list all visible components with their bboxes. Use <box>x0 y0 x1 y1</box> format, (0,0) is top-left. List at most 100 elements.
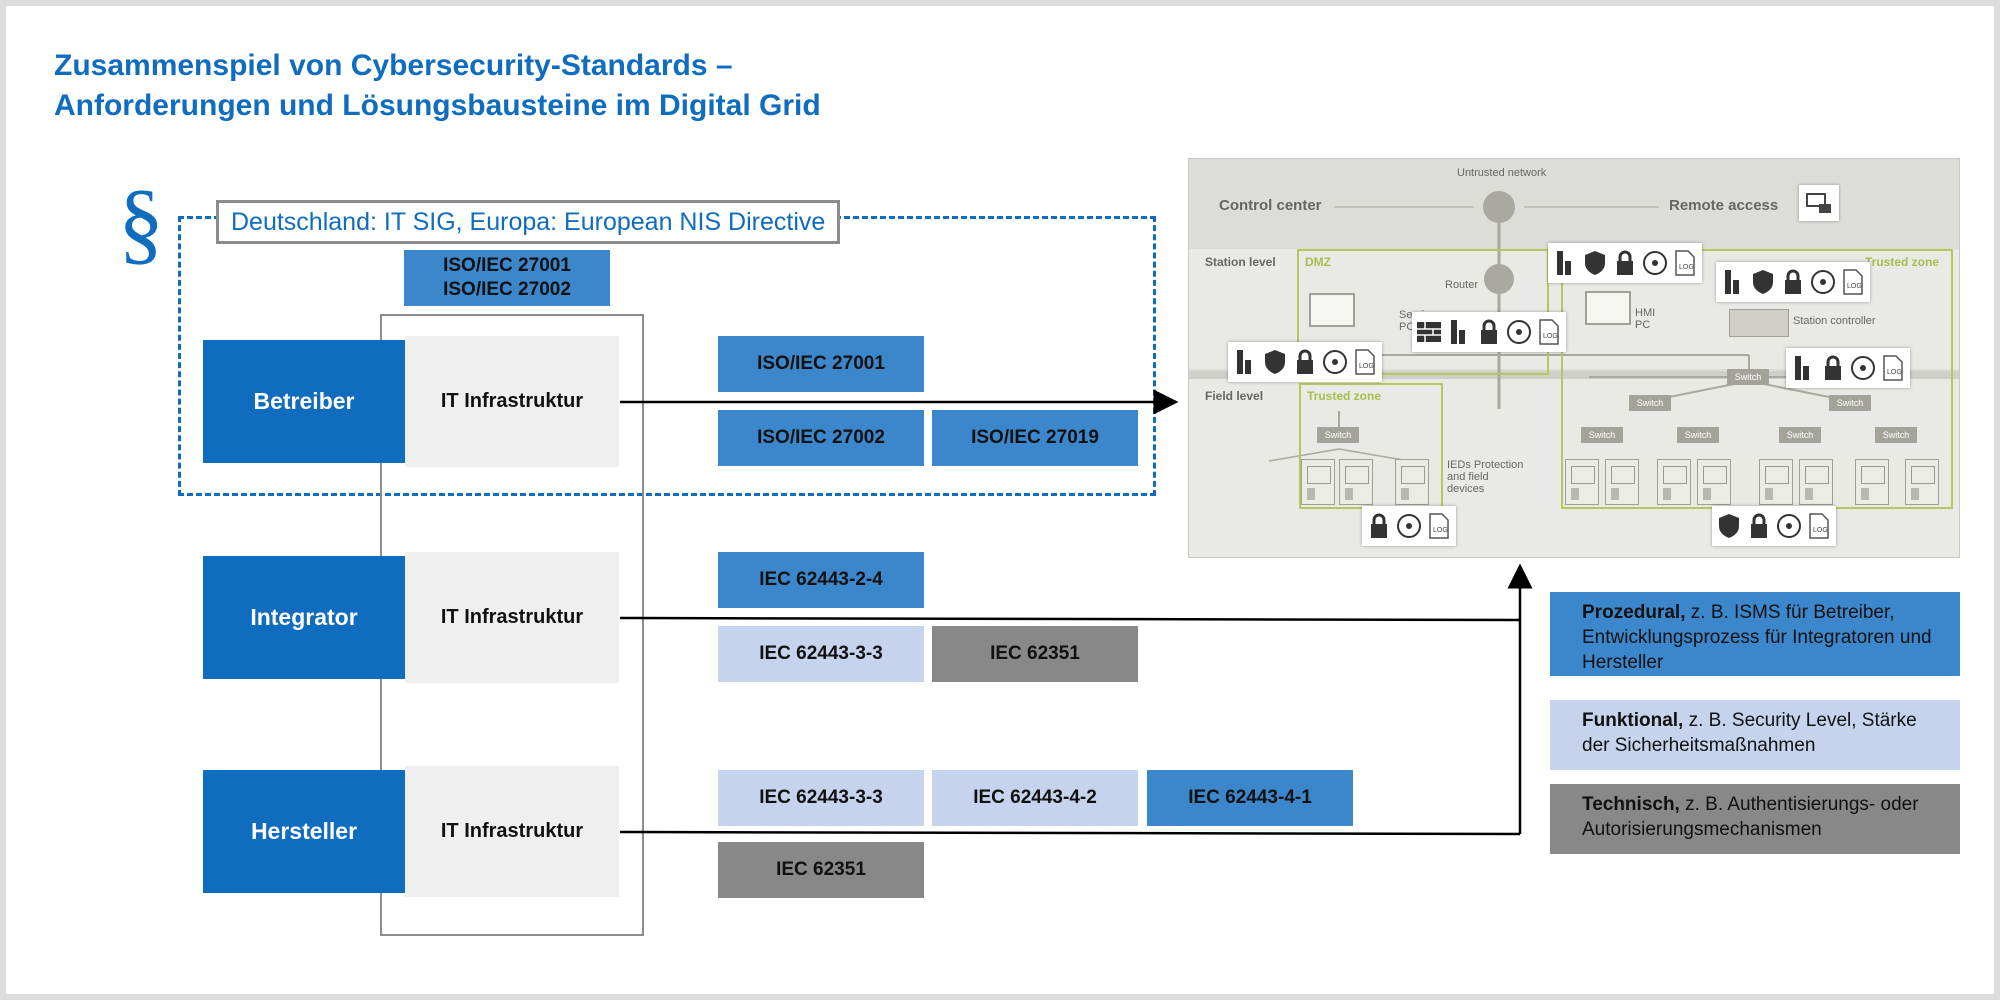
legend-text: z. B. Security Level, Stärke der Sicherh… <box>1582 710 1917 756</box>
switch-icon: Switch <box>1779 427 1821 443</box>
switch-icon: Switch <box>1677 427 1719 443</box>
line-integrator <box>619 616 1521 622</box>
untrusted-network-label: Untrusted network <box>1457 167 1547 179</box>
security-icon-strip: LOG <box>1786 348 1910 388</box>
line-hersteller <box>619 830 1521 836</box>
remote-access-label: Remote access <box>1669 197 1779 214</box>
legend-title: Prozedural, <box>1582 602 1686 623</box>
svg-text:LOG: LOG <box>1543 333 1558 340</box>
ied-device-icon <box>1301 459 1335 505</box>
log-icon: LOG <box>1536 317 1562 347</box>
lock-icon <box>1746 511 1772 541</box>
log-icon: LOG <box>1840 267 1866 297</box>
ied-device-icon <box>1605 459 1639 505</box>
security-icon-strip: LOG <box>1362 506 1456 546</box>
trusted-zone-left-label: Trusted zone <box>1307 389 1382 403</box>
lock-icon <box>1780 267 1806 297</box>
legend-title: Funktional, <box>1582 710 1684 731</box>
dmz-label: DMZ <box>1305 255 1331 269</box>
legend-text: z. B. Authentisierungs- oder Autorisieru… <box>1582 794 1919 840</box>
connector-lines <box>619 389 1533 836</box>
log-icon: LOG <box>1352 347 1378 377</box>
iso-top-line-2: ISO/IEC 27002 <box>443 279 571 300</box>
ied-device-icon <box>1759 459 1793 505</box>
station-level-label: Station level <box>1205 255 1276 269</box>
legend-technisch: Technisch, z. B. Authentisierungs- oder … <box>1550 784 1960 854</box>
firewall-icon <box>1416 317 1442 347</box>
log-icon: LOG <box>1880 353 1906 383</box>
switch-icon: Switch <box>1727 369 1769 385</box>
law-label: Deutschland: IT SIG, Europa: European NI… <box>216 200 841 244</box>
field-level-label: Field level <box>1205 389 1264 403</box>
station-controller-label: Station controller <box>1793 315 1876 327</box>
log-icon: LOG <box>1806 511 1832 541</box>
svg-text:LOG: LOG <box>1887 369 1902 376</box>
ied-device-icon <box>1697 459 1731 505</box>
disc-icon <box>1396 511 1422 541</box>
trusted-zone-right-label: Trusted zone <box>1865 255 1940 269</box>
legend-funktional: Funktional, z. B. Security Level, Stärke… <box>1550 700 1960 770</box>
ied-device-icon <box>1395 459 1429 505</box>
slide: Zusammenspiel von Cybersecurity-Standard… <box>6 6 1994 994</box>
service-pc-icon <box>1309 293 1355 327</box>
title-line-2: Anforderungen und Lösungsbausteine im Di… <box>54 89 821 122</box>
disc-icon <box>1810 267 1836 297</box>
switch-icon: Switch <box>1581 427 1623 443</box>
firewall-device-icon <box>1446 317 1472 347</box>
svg-text:LOG: LOG <box>1847 283 1862 290</box>
legend-prozedural: Prozedural, z. B. ISMS für Betreiber, En… <box>1550 592 1960 676</box>
actor-integrator: Integrator <box>203 556 405 679</box>
log-icon: LOG <box>1672 248 1698 278</box>
legend-title: Technisch, <box>1582 794 1680 815</box>
ied-device-icon <box>1905 459 1939 505</box>
firewall-device-icon <box>1552 248 1578 278</box>
standard-box: IEC 62351 <box>718 842 924 898</box>
remote-access-icon <box>1799 185 1839 221</box>
router-label: Router <box>1445 279 1479 291</box>
lock-icon <box>1612 248 1638 278</box>
disc-icon <box>1776 511 1802 541</box>
firewall-device-icon <box>1790 353 1816 383</box>
security-icon-strip: LOG <box>1228 342 1382 382</box>
actor-hersteller: Hersteller <box>203 770 405 893</box>
hmi-pc-label: HMI PC <box>1635 307 1656 331</box>
standard-box: ISO/IEC 27001 <box>718 336 924 392</box>
standard-box: IEC 62443-2-4 <box>718 552 924 608</box>
standard-box: IEC 62443-3-3 <box>718 770 924 826</box>
shield-icon <box>1750 267 1776 297</box>
svg-text:LOG: LOG <box>1813 527 1828 534</box>
disc-icon <box>1322 347 1348 377</box>
shield-icon <box>1262 347 1288 377</box>
firewall-device-icon <box>1720 267 1746 297</box>
ieds-label: IEDs Protection and field devices <box>1447 459 1524 495</box>
switch-icon: Switch <box>1829 395 1871 411</box>
lock-icon <box>1366 511 1392 541</box>
disc-icon <box>1850 353 1876 383</box>
firewall-device-icon <box>1232 347 1258 377</box>
security-icon-strip: LOG <box>1716 262 1870 302</box>
switch-icon: Switch <box>1629 395 1671 411</box>
title-line-1: Zusammenspiel von Cybersecurity-Standard… <box>54 49 733 82</box>
svg-text:LOG: LOG <box>1679 264 1694 271</box>
security-icon-strip: LOG <box>1712 506 1836 546</box>
log-icon: LOG <box>1426 511 1452 541</box>
infra-hersteller: IT Infrastruktur <box>405 766 619 897</box>
station-controller-icon <box>1729 309 1789 337</box>
standard-box: IEC 62443-4-2 <box>932 770 1138 826</box>
ied-device-icon <box>1339 459 1373 505</box>
legend-text: z. B. ISMS für Betreiber, Entwicklungspr… <box>1582 602 1932 673</box>
switch-icon: Switch <box>1875 427 1917 443</box>
shield-icon <box>1716 511 1742 541</box>
standard-box: IEC 62351 <box>932 626 1138 682</box>
iso-top-line-1: ISO/IEC 27001 <box>443 255 571 276</box>
infra-betreiber: IT Infrastruktur <box>405 336 619 467</box>
control-center-label: Control center <box>1219 197 1322 214</box>
actor-betreiber: Betreiber <box>203 340 405 463</box>
svg-text:LOG: LOG <box>1433 527 1448 534</box>
disc-icon <box>1642 248 1668 278</box>
infra-integrator: IT Infrastruktur <box>405 552 619 683</box>
standard-box: IEC 62443-4-1 <box>1147 770 1353 826</box>
standard-box: ISO/IEC 27019 <box>932 410 1138 466</box>
svg-text:LOG: LOG <box>1359 363 1374 370</box>
security-icon-strip: LOG <box>1548 243 1702 283</box>
